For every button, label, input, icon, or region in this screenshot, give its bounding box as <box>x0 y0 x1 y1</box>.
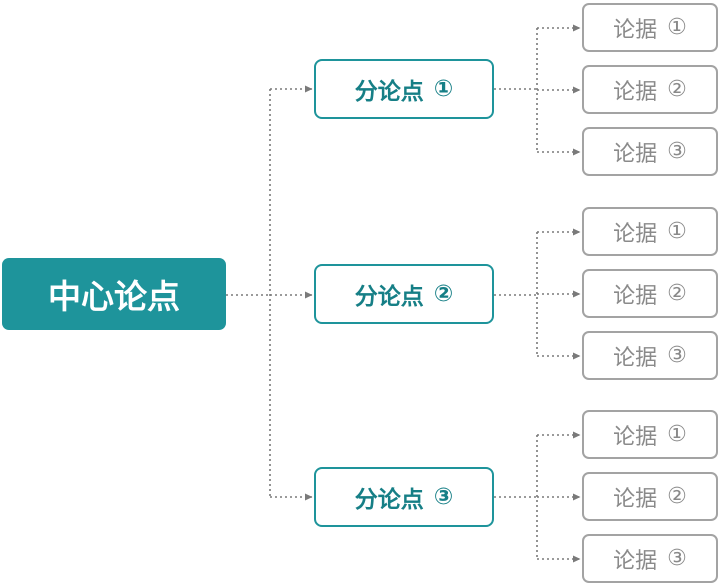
evidence-node-1-2: 论据 ② <box>582 65 718 114</box>
sub-argument-marker: ② <box>433 281 454 307</box>
sub-argument-label: 分论点 <box>354 487 424 513</box>
evidence-node-3-1: 论据 ① <box>582 410 718 459</box>
sub-argument-node-3: 分论点 ③ <box>314 467 494 527</box>
sub-argument-node-1: 分论点 ① <box>314 59 494 119</box>
sub-argument-node-2: 分论点 ② <box>314 264 494 324</box>
evidence-label: 论据 <box>613 221 658 247</box>
evidence-marker: ① <box>667 219 687 244</box>
evidence-marker: ① <box>667 422 687 447</box>
evidence-marker: ② <box>667 281 687 306</box>
central-argument-node: 中心论点 <box>2 258 226 330</box>
central-argument-label: 中心论点 <box>48 277 180 316</box>
evidence-node-1-1: 论据 ① <box>582 3 718 52</box>
evidence-node-3-3: 论据 ③ <box>582 534 718 583</box>
evidence-label: 论据 <box>613 141 658 167</box>
evidence-label: 论据 <box>613 345 658 371</box>
evidence-marker: ② <box>667 77 687 102</box>
evidence-marker: ① <box>667 15 687 40</box>
evidence-label: 论据 <box>613 548 658 574</box>
evidence-label: 论据 <box>613 17 658 43</box>
sub-argument-label: 分论点 <box>354 79 424 105</box>
evidence-marker: ③ <box>667 139 687 164</box>
sub-argument-label: 分论点 <box>354 284 424 310</box>
evidence-marker: ② <box>667 484 687 509</box>
evidence-marker: ③ <box>667 343 687 368</box>
evidence-label: 论据 <box>613 486 658 512</box>
sub-argument-marker: ① <box>433 76 454 102</box>
evidence-node-3-2: 论据 ② <box>582 472 718 521</box>
evidence-marker: ③ <box>667 546 687 571</box>
evidence-label: 论据 <box>613 79 658 105</box>
evidence-node-2-3: 论据 ③ <box>582 331 718 380</box>
evidence-node-2-1: 论据 ① <box>582 207 718 256</box>
evidence-label: 论据 <box>613 283 658 309</box>
evidence-node-2-2: 论据 ② <box>582 269 718 318</box>
sub-argument-marker: ③ <box>433 484 454 510</box>
evidence-node-1-3: 论据 ③ <box>582 127 718 176</box>
evidence-label: 论据 <box>613 424 658 450</box>
